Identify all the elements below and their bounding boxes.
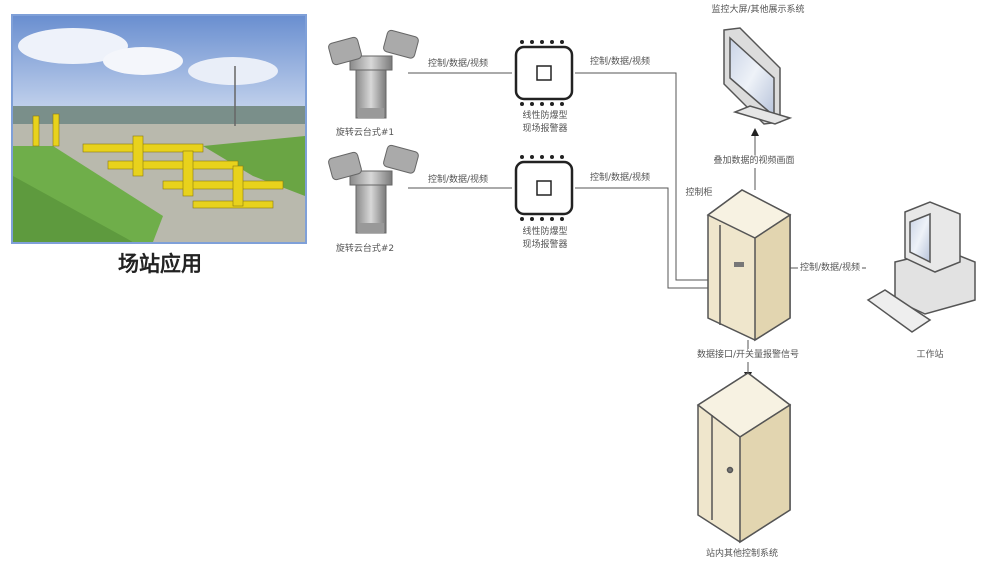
alarm-device-2-icon: [514, 155, 574, 221]
ptz-camera-1-icon: [328, 29, 419, 119]
alarm-2-label-line1: 线性防爆型: [522, 227, 568, 237]
control-cabinet-icon: [706, 189, 792, 342]
other-control-system-icon: [696, 372, 792, 544]
alarm-2-label-line2: 现场报警器: [522, 240, 568, 250]
camera-2-label: 旋转云台式#2: [335, 244, 395, 254]
alarm-1-label-line2: 现场报警器: [522, 124, 568, 134]
ptz-camera-2-icon: [328, 144, 419, 234]
monitor-label: 监控大屏/其他展示系统: [711, 5, 805, 15]
link-label-workstation: 控制/数据/视频: [797, 262, 863, 275]
link-label-monitor: 叠加数据的视频画面: [711, 155, 797, 168]
arrow-up-icon: [751, 128, 759, 136]
site-photo-caption: 场站应用: [118, 251, 202, 276]
connection-lines: [408, 72, 866, 378]
site-photo: [11, 14, 307, 244]
link-label-cam1: 控制/数据/视频: [427, 59, 489, 69]
alarm-1-label-line1: 线性防爆型: [522, 111, 568, 121]
other-system-label: 站内其他控制系统: [705, 549, 779, 559]
alarm-2-label: 线性防爆型 现场报警器: [522, 226, 567, 252]
link-label-cam2: 控制/数据/视频: [427, 175, 489, 185]
alarm-device-1-icon: [514, 40, 574, 106]
monitor-icon: [723, 27, 793, 125]
workstation-label: 工作站: [916, 350, 944, 360]
workstation-icon: [866, 201, 976, 333]
link-label-other: 数据接口/开关量报警信号: [694, 349, 802, 362]
camera-1-label: 旋转云台式#1: [335, 128, 395, 138]
link-label-alarm2: 控制/数据/视频: [589, 173, 651, 183]
alarm-1-label: 线性防爆型 现场报警器: [522, 110, 567, 136]
cabinet-label: 控制柜: [685, 188, 713, 198]
link-label-alarm1: 控制/数据/视频: [589, 57, 651, 67]
